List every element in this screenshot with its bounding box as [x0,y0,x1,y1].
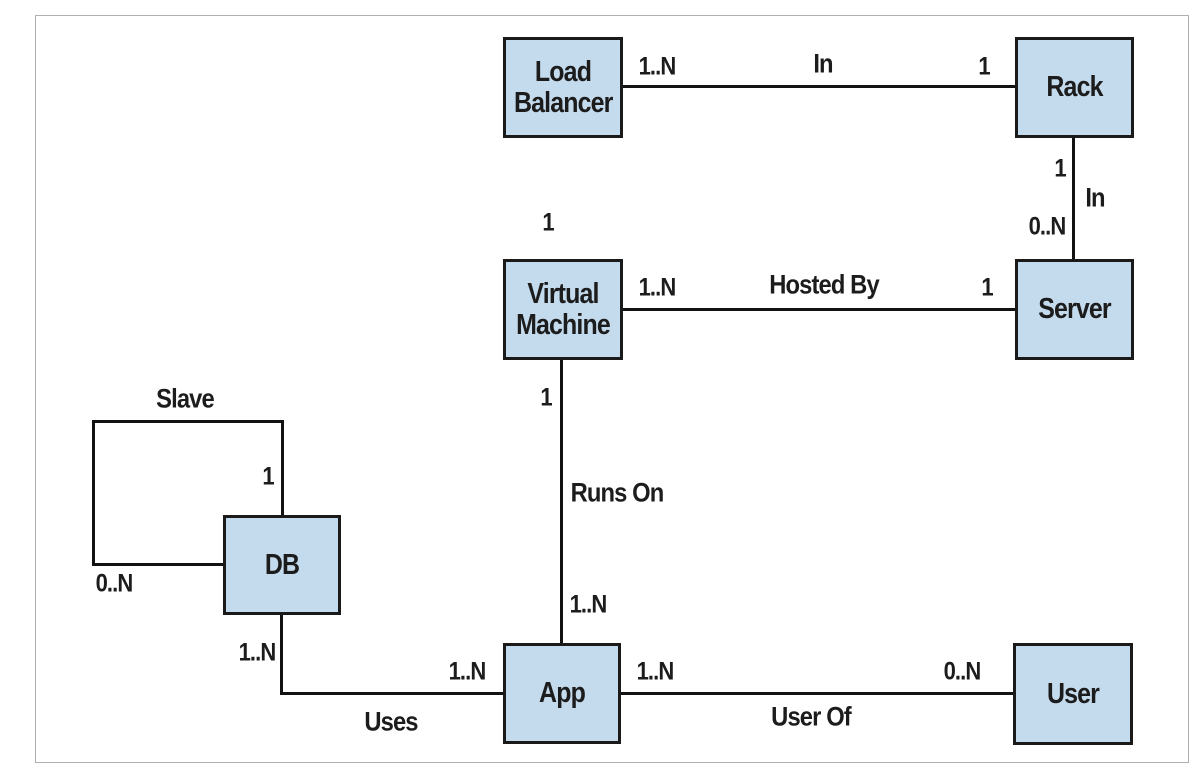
entity-server: Server [1015,259,1134,360]
entity-label-app: App [539,677,586,710]
connector-slave-right [281,420,284,517]
entity-load-balancer: Load Balancer [503,37,623,138]
cardinality-server-side-top: 0..N [1028,212,1067,241]
cardinality-app-side-left: 1..N [448,657,487,686]
entity-user: User [1013,643,1133,745]
cardinality-app-side-top: 1..N [569,590,608,619]
connector-rack-server [1072,136,1075,261]
relationship-label-in-top: In [813,48,833,79]
relationship-label-hosted-by: Hosted By [769,269,879,300]
cardinality-vm-top-annotation: 1 [542,208,554,237]
cardinality-user-side-left: 0..N [943,657,982,686]
cardinality-server-side-left: 1 [981,273,993,302]
cardinality-slave-one: 1 [262,462,274,491]
entity-db: DB [223,515,341,615]
diagram-frame: Load Balancer Rack Virtual Machine Serve… [35,15,1189,763]
entity-label-db: DB [264,548,300,581]
cardinality-db-side-bottom: 1..N [238,638,277,667]
connector-slave-bottom [92,563,226,566]
relationship-label-user-of: User Of [771,701,852,732]
connector-vm-server [622,308,1015,311]
entity-virtual-machine: Virtual Machine [503,259,623,360]
relationship-label-uses: Uses [364,706,418,737]
cardinality-loadbalancer-side: 1..N [638,52,677,81]
entity-label-virtual-machine: Virtual Machine [516,278,611,341]
connector-slave-top [92,420,284,423]
connector-slave-left [92,420,95,566]
cardinality-rack-side-top: 1 [978,52,990,81]
relationship-label-in-right: In [1085,182,1105,213]
relationship-label-slave: Slave [156,383,215,414]
connector-db-app-vertical [280,613,283,695]
entity-label-rack: Rack [1046,71,1103,104]
connector-db-app-horizontal [280,692,504,695]
relationship-label-runs-on: Runs On [570,477,665,508]
entity-app: App [503,643,621,744]
cardinality-vm-side-bottom: 1 [540,383,552,412]
entity-label-load-balancer: Load Balancer [513,56,613,119]
entity-label-server: Server [1038,293,1111,326]
entity-rack: Rack [1015,37,1134,138]
connector-loadbalancer-rack [622,85,1015,88]
connector-app-user [620,692,1014,695]
cardinality-slave-many: 0..N [95,569,134,598]
cardinality-app-side-right: 1..N [636,657,675,686]
connector-vm-app [560,359,563,645]
cardinality-vm-side-right: 1..N [638,273,677,302]
entity-label-user: User [1046,677,1100,710]
cardinality-rack-side-right: 1 [1054,154,1066,183]
